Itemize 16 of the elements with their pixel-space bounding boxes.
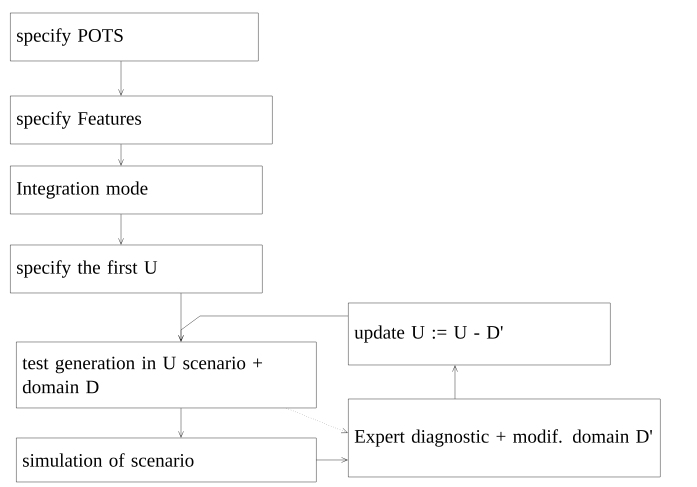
- process-box: simulation of scenario: [16, 438, 316, 482]
- arrow: [178, 408, 184, 438]
- arrow: [118, 60, 124, 96]
- process-box: Integration mode: [10, 166, 262, 214]
- process-box: specify Features: [10, 96, 272, 144]
- process-box: update U := U - D': [348, 302, 610, 366]
- process-box: test generation in U scenario + domain D: [16, 342, 316, 408]
- arrow: [118, 144, 124, 166]
- process-box: specify POTS: [10, 12, 258, 62]
- arrow: [118, 214, 124, 244]
- arrow: [178, 316, 348, 342]
- arrow: [452, 366, 458, 399]
- process-box: Expert diagnostic + modif. domain D': [348, 398, 660, 478]
- process-box: specify the first U: [10, 244, 262, 294]
- arrow: [316, 457, 348, 463]
- arrow: [286, 408, 348, 434]
